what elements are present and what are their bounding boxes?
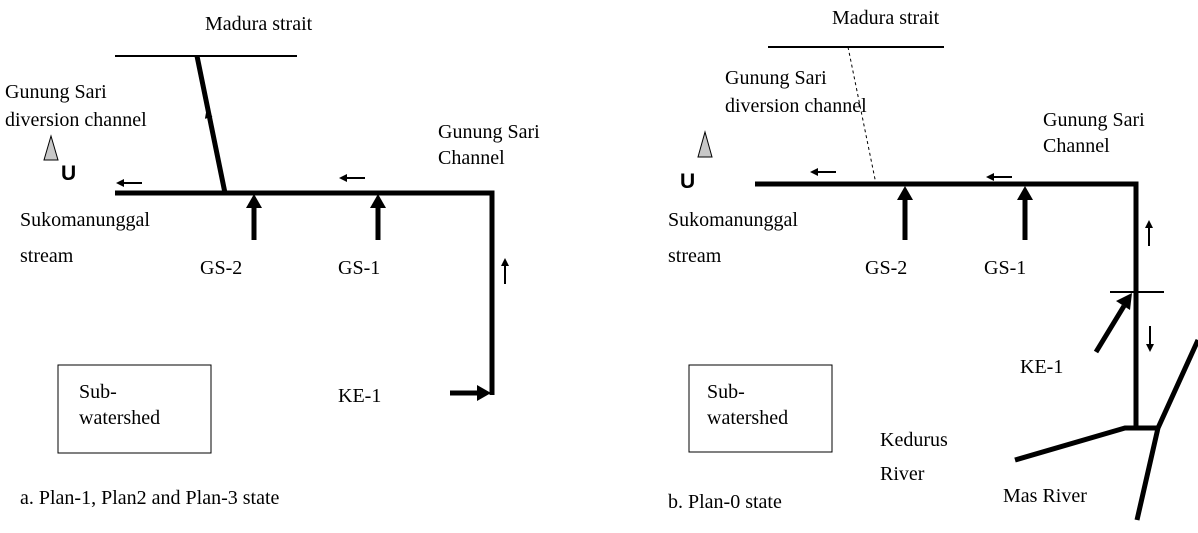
gunung-sari-channel-label-line2: Channel	[438, 147, 505, 169]
gunung-sari-channel-label-line2: Channel	[1043, 135, 1110, 157]
ke1-label: KE-1	[338, 385, 381, 407]
caption-a: a. Plan-1, Plan2 and Plan-3 state	[20, 487, 280, 509]
gs2-arrowhead-icon	[897, 186, 913, 200]
planned-diversion-channel	[847, 46, 877, 185]
gs1-label: GS-1	[338, 257, 380, 279]
sukomanunggal-label-line1: Sukomanunggal	[668, 209, 798, 231]
gs2-arrowhead-icon	[246, 194, 262, 208]
gunung-sari-channel	[755, 181, 1139, 428]
diversion-channel-label-line1: Gunung Sari	[5, 81, 107, 103]
caption-b: b. Plan-0 state	[668, 491, 782, 513]
gunung-sari-channel	[115, 190, 495, 395]
gs1-arrowhead-icon	[370, 194, 386, 208]
north-arrow-icon	[43, 134, 59, 161]
sukomanunggal-label-line2: stream	[668, 245, 722, 267]
legend-label-line1: Sub-	[79, 381, 117, 403]
legend-label-line2: watershed	[707, 407, 788, 429]
gs2-label: GS-2	[200, 257, 242, 279]
ke1-label: KE-1	[1020, 356, 1063, 378]
north-label: U	[680, 170, 695, 193]
sukomanunggal-label-line2: stream	[20, 245, 74, 267]
madura-strait-label: Madura strait	[205, 13, 313, 35]
flow-arrow-diversion	[204, 110, 214, 133]
legend-label-line2: watershed	[79, 407, 160, 429]
gs2-label: GS-2	[865, 257, 907, 279]
panel-a: Madura strait Gunung Sari diversion chan…	[5, 13, 540, 509]
gs1-label: GS-1	[984, 257, 1026, 279]
ke1-inflow	[1093, 304, 1127, 354]
north-label: U	[61, 162, 76, 185]
sub-watershed-legend-box	[57, 364, 212, 454]
madura-strait-label: Madura strait	[832, 7, 940, 29]
diversion-channel-label-line2: diversion channel	[725, 95, 867, 117]
sukomanunggal-label-line1: Sukomanunggal	[20, 209, 150, 231]
kedurus-river-label-line1: Kedurus	[880, 429, 948, 451]
gunung-sari-channel-label-line1: Gunung Sari	[438, 121, 540, 143]
diversion-channel-label-line2: diversion channel	[5, 109, 147, 131]
legend-label-line1: Sub-	[707, 381, 745, 403]
gunung-sari-channel-label-line1: Gunung Sari	[1043, 109, 1145, 131]
mas-river	[1134, 338, 1198, 521]
mas-river-label: Mas River	[1003, 485, 1087, 507]
sub-watershed-legend-box	[688, 364, 833, 453]
kedurus-river-label-line2: River	[880, 463, 925, 485]
diversion-channel-label-line1: Gunung Sari	[725, 67, 827, 89]
ke1-arrowhead-icon	[1116, 293, 1132, 310]
gs1-arrowhead-icon	[1017, 186, 1033, 200]
panel-b: Madura strait Gunung Sari diversion chan…	[668, 7, 1198, 521]
ke1-arrowhead-icon	[477, 385, 491, 401]
north-arrow-icon	[697, 130, 713, 158]
kedurus-river	[1014, 425, 1160, 463]
